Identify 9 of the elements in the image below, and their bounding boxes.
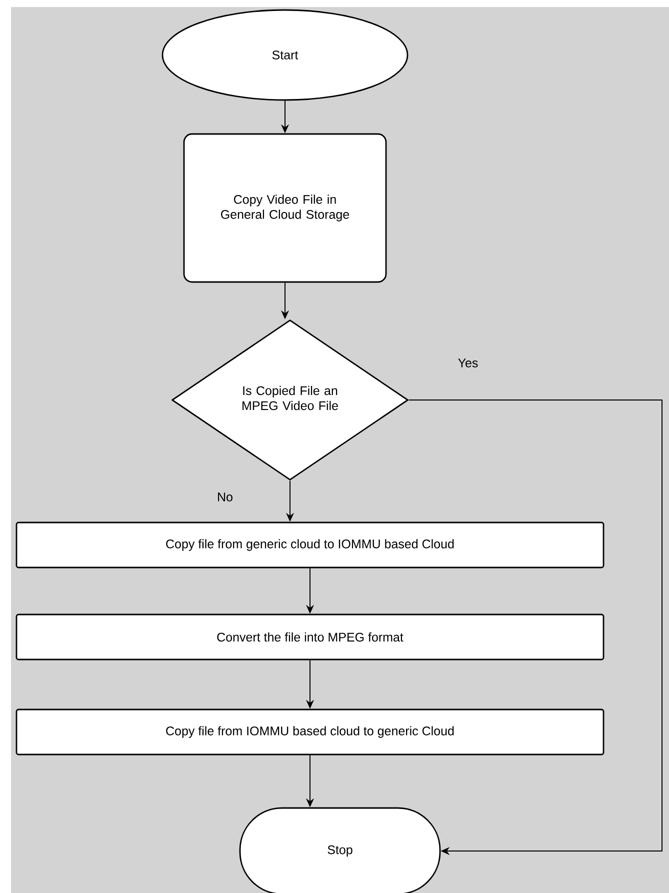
arrow [408,400,662,856]
process-box: Copy file from generic cloud to IOMMU based Cloud [16,522,604,568]
edge-label: No [216,492,234,502]
process-box: Copy Video File in General Cloud Storage [183,133,387,283]
edge-label: Yes [456,358,480,368]
start-terminal: Start [162,9,408,101]
stop-terminal: Stop [239,807,441,893]
process-box: Copy file from IOMMU based cloud to generic Cloud [16,708,604,756]
process-box: Convert the file into MPEG format [16,614,604,660]
